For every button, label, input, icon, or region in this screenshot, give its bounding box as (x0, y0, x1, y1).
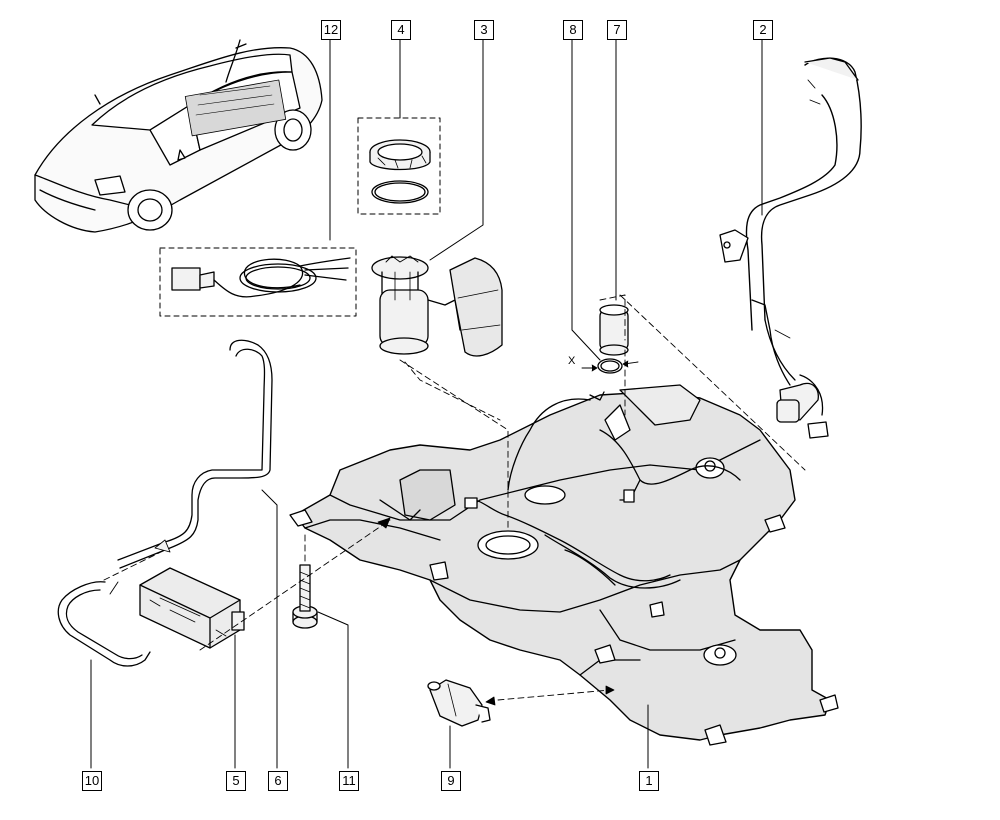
dimension-x-label: X (568, 355, 576, 367)
breather-pipe (117, 339, 273, 569)
callout-2: 2 (753, 20, 773, 40)
fuel-pump-module (371, 255, 503, 357)
rubber-damper (427, 679, 491, 727)
callout-9: 9 (441, 771, 461, 791)
callout-4: 4 (391, 20, 411, 40)
callout-6: 6 (268, 771, 288, 791)
callout-12: 12 (321, 20, 341, 40)
callout-7: 7 (607, 20, 627, 40)
mounting-bolt (292, 564, 318, 629)
filter-cartridge (599, 304, 629, 356)
callout-8: 8 (563, 20, 583, 40)
filler-neck (719, 57, 862, 439)
callout-leaders (90, 37, 763, 769)
carbon-canister (139, 567, 245, 649)
pipe-hose (57, 581, 151, 667)
callout-1: 1 (639, 771, 659, 791)
callout-11: 11 (339, 771, 359, 791)
pump-seal-kit (357, 117, 441, 215)
callout-5: 5 (226, 771, 246, 791)
arrow-head-9 (605, 685, 615, 695)
arrow-head-5 (377, 517, 391, 529)
callout-3: 3 (474, 20, 494, 40)
assembly-guide-lines (103, 294, 806, 701)
wiring-harness-kit (159, 247, 357, 317)
clip-ring (581, 358, 639, 374)
arrow-head-9b (485, 696, 496, 706)
vehicle-illustration (34, 39, 323, 233)
fuel-tank (289, 384, 839, 746)
callout-10: 10 (82, 771, 102, 791)
